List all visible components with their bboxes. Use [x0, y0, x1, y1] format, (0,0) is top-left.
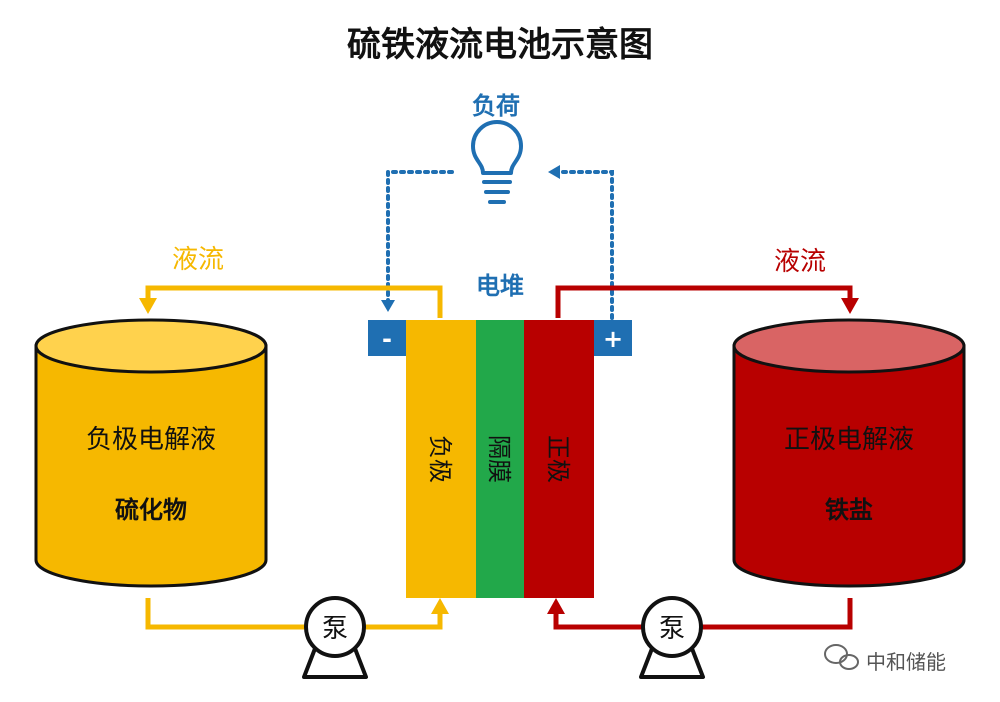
left-flow-label: 液流 — [172, 245, 224, 275]
right-tank-subtitle: 正极电解液 — [784, 425, 914, 455]
arrow-left-icon — [548, 165, 560, 179]
negative-terminal-label: - — [382, 325, 392, 353]
negative-electrode — [406, 320, 476, 598]
positive-terminal-label: + — [603, 325, 623, 353]
positive-terminal — [594, 320, 632, 356]
left-tank-content: 硫化物 — [115, 496, 187, 524]
load-label: 负荷 — [472, 92, 520, 120]
left-pipe — [145, 285, 443, 630]
membrane — [476, 320, 524, 598]
stack-label: 电堆 — [476, 272, 524, 300]
right-tank-content: 铁盐 — [825, 496, 873, 524]
right-pump-icon — [639, 596, 705, 679]
arrow-up-icon — [547, 598, 565, 614]
left-tank — [34, 318, 268, 588]
left-tank-subtitle: 负极电解液 — [86, 425, 216, 455]
watermark-text: 中和储能 — [866, 650, 946, 674]
arrow-down-icon — [381, 300, 395, 312]
arrow-down-icon — [841, 298, 859, 314]
membrane-label: 隔膜 — [485, 435, 513, 483]
positive-electrode-label: 正极 — [544, 435, 572, 483]
arrow-up-icon — [431, 598, 449, 614]
page-title: 硫铁液流电池示意图 — [347, 25, 653, 65]
negative-electrode-label: 负极 — [426, 435, 454, 483]
arrow-down-icon — [139, 298, 157, 314]
lightbulb-icon — [471, 120, 523, 204]
wechat-icon — [824, 644, 859, 670]
external-circuit — [386, 170, 614, 340]
positive-electrode — [524, 320, 594, 598]
right-tank — [732, 318, 966, 588]
right-flow-label: 液流 — [774, 247, 826, 277]
negative-terminal — [368, 320, 406, 356]
left-pump-label: 泵 — [322, 614, 348, 644]
right-pump-label: 泵 — [659, 614, 685, 644]
left-pump-icon — [302, 596, 368, 679]
